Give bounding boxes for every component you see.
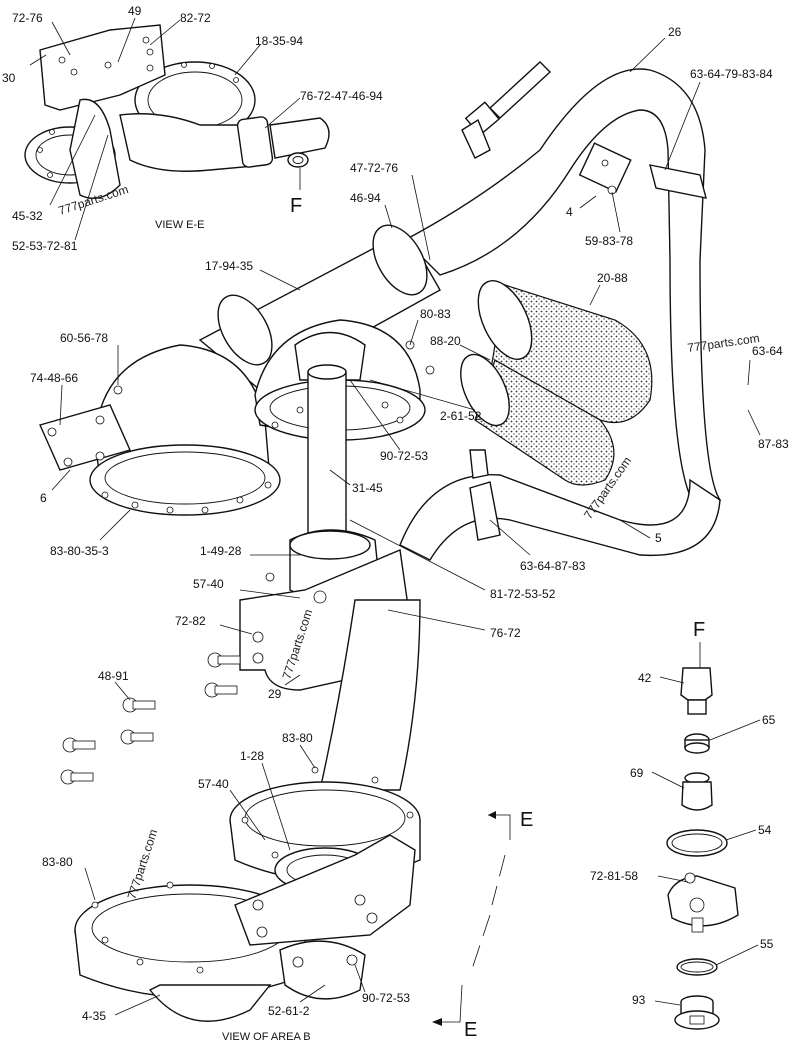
callout-54: 54	[758, 823, 772, 837]
clamp-4	[578, 142, 632, 193]
view-letter-e-top: E	[520, 809, 533, 831]
view-e-plug	[287, 152, 309, 168]
loose-bolts-48-91	[60, 652, 241, 785]
view-e-bracket	[39, 24, 166, 111]
callout-31-45: 31-45	[352, 481, 383, 495]
view-of-area-b: 83-80 1-28 57-40 83-80 52-61-2 90-72-53 …	[42, 731, 421, 1043]
bracket-6	[39, 404, 131, 471]
callout-63-64-87-83: 63-64-87-83	[520, 559, 586, 573]
flange-83-80-35-3	[89, 444, 281, 516]
callout-5: 5	[655, 531, 662, 545]
callout-76-72-47-46-94: 76-72-47-46-94	[300, 89, 383, 103]
callout-74-48-66: 74-48-66	[30, 371, 78, 385]
callout-1-28: 1-28	[240, 749, 264, 763]
callout-42: 42	[638, 671, 652, 685]
callout-83-80-35-3: 83-80-35-3	[50, 544, 109, 558]
callout-52-61-2: 52-61-2	[268, 1004, 310, 1018]
callout-82-72: 82-72	[180, 11, 211, 25]
callout-72-76: 72-76	[12, 11, 43, 25]
part-42	[680, 667, 713, 701]
coupling-46-94	[372, 224, 428, 296]
callout-30: 30	[2, 71, 16, 85]
callout-52-53-72-81: 52-53-72-81	[12, 239, 78, 253]
hose-line	[488, 61, 552, 119]
callout-20-88: 20-88	[597, 271, 628, 285]
callout-4-35: 4-35	[82, 1009, 106, 1023]
callout-93: 93	[632, 993, 646, 1007]
pipe-5	[399, 474, 721, 561]
callout-4: 4	[566, 205, 573, 219]
callout-59-83-78: 59-83-78	[585, 234, 633, 248]
view-e-bolts	[37, 36, 239, 178]
callout-88-20: 88-20	[430, 334, 461, 348]
callout-49: 49	[128, 4, 142, 18]
view-e-elbow-left	[69, 98, 121, 199]
area-b-bolts	[91, 766, 414, 974]
callout-60-56-78: 60-56-78	[60, 331, 108, 345]
callout-72-82: 72-82	[175, 614, 206, 628]
detail-f: F 42 65 69	[590, 619, 776, 1030]
callout-47-72-76: 47-72-76	[350, 161, 398, 175]
view-e-outlet	[269, 117, 330, 159]
callout-57-40-top: 57-40	[193, 577, 224, 591]
callout-55: 55	[760, 937, 774, 951]
callout-72-81-58: 72-81-58	[590, 869, 638, 883]
area-b-cone	[148, 984, 272, 1022]
pipe-31-45	[307, 371, 347, 538]
caption-view-e-e: VIEW E-E	[155, 219, 205, 231]
clamp-63-64-87-83	[469, 481, 501, 541]
view-letter-e-bottom: E	[464, 1019, 477, 1041]
callout-90-72-53-top: 90-72-53	[380, 449, 428, 463]
callout-18-35-94: 18-35-94	[255, 34, 303, 48]
callout-46-94: 46-94	[350, 191, 381, 205]
callout-87-83: 87-83	[758, 437, 789, 451]
main-assembly: 26 63-64-79-83-84 47-72-76 46-94 4 59-83…	[30, 25, 789, 791]
callout-29: 29	[268, 687, 282, 701]
callout-90-72-53-bot: 90-72-53	[362, 991, 410, 1005]
coupling-left	[217, 294, 273, 366]
part-55	[676, 958, 718, 976]
caption-view-of-area-b: VIEW OF AREA B	[222, 1031, 311, 1043]
callout-26: 26	[668, 25, 682, 39]
main-pipe-26	[403, 68, 722, 506]
part-54	[666, 829, 728, 857]
pipe-down-to-area-b	[319, 599, 421, 791]
view-letter-f: F	[290, 195, 302, 217]
filter-88-20	[460, 353, 615, 486]
callout-81-72-53-52: 81-72-53-52	[490, 587, 556, 601]
area-b-elbow	[279, 940, 366, 1000]
callout-80-83: 80-83	[420, 307, 451, 321]
callout-1-49-28: 1-49-28	[200, 544, 242, 558]
view-letter-f-detail: F	[693, 619, 705, 641]
callout-6: 6	[40, 491, 47, 505]
callout-65: 65	[762, 713, 776, 727]
clamp-63-64	[649, 164, 707, 199]
left-flange-bolts	[47, 385, 272, 514]
callout-76-72: 76-72	[490, 626, 521, 640]
callout-83-80-a: 83-80	[282, 731, 313, 745]
callout-17-94-35: 17-94-35	[205, 259, 253, 273]
callout-69: 69	[630, 766, 644, 780]
callout-63-64-79-83-84: 63-64-79-83-84	[690, 67, 773, 81]
view-e-e: 72-76 49 82-72 18-35-94 30 76-72-47-46-9…	[2, 4, 383, 253]
callout-83-80-b: 83-80	[42, 855, 73, 869]
callout-57-40-bot: 57-40	[198, 777, 229, 791]
callout-48-91: 48-91	[98, 669, 129, 683]
callout-45-32: 45-32	[12, 209, 43, 223]
callout-2-61-52: 2-61-52	[440, 409, 482, 423]
section-line-e: E E	[432, 809, 533, 1041]
callout-63-64: 63-64	[752, 344, 783, 358]
